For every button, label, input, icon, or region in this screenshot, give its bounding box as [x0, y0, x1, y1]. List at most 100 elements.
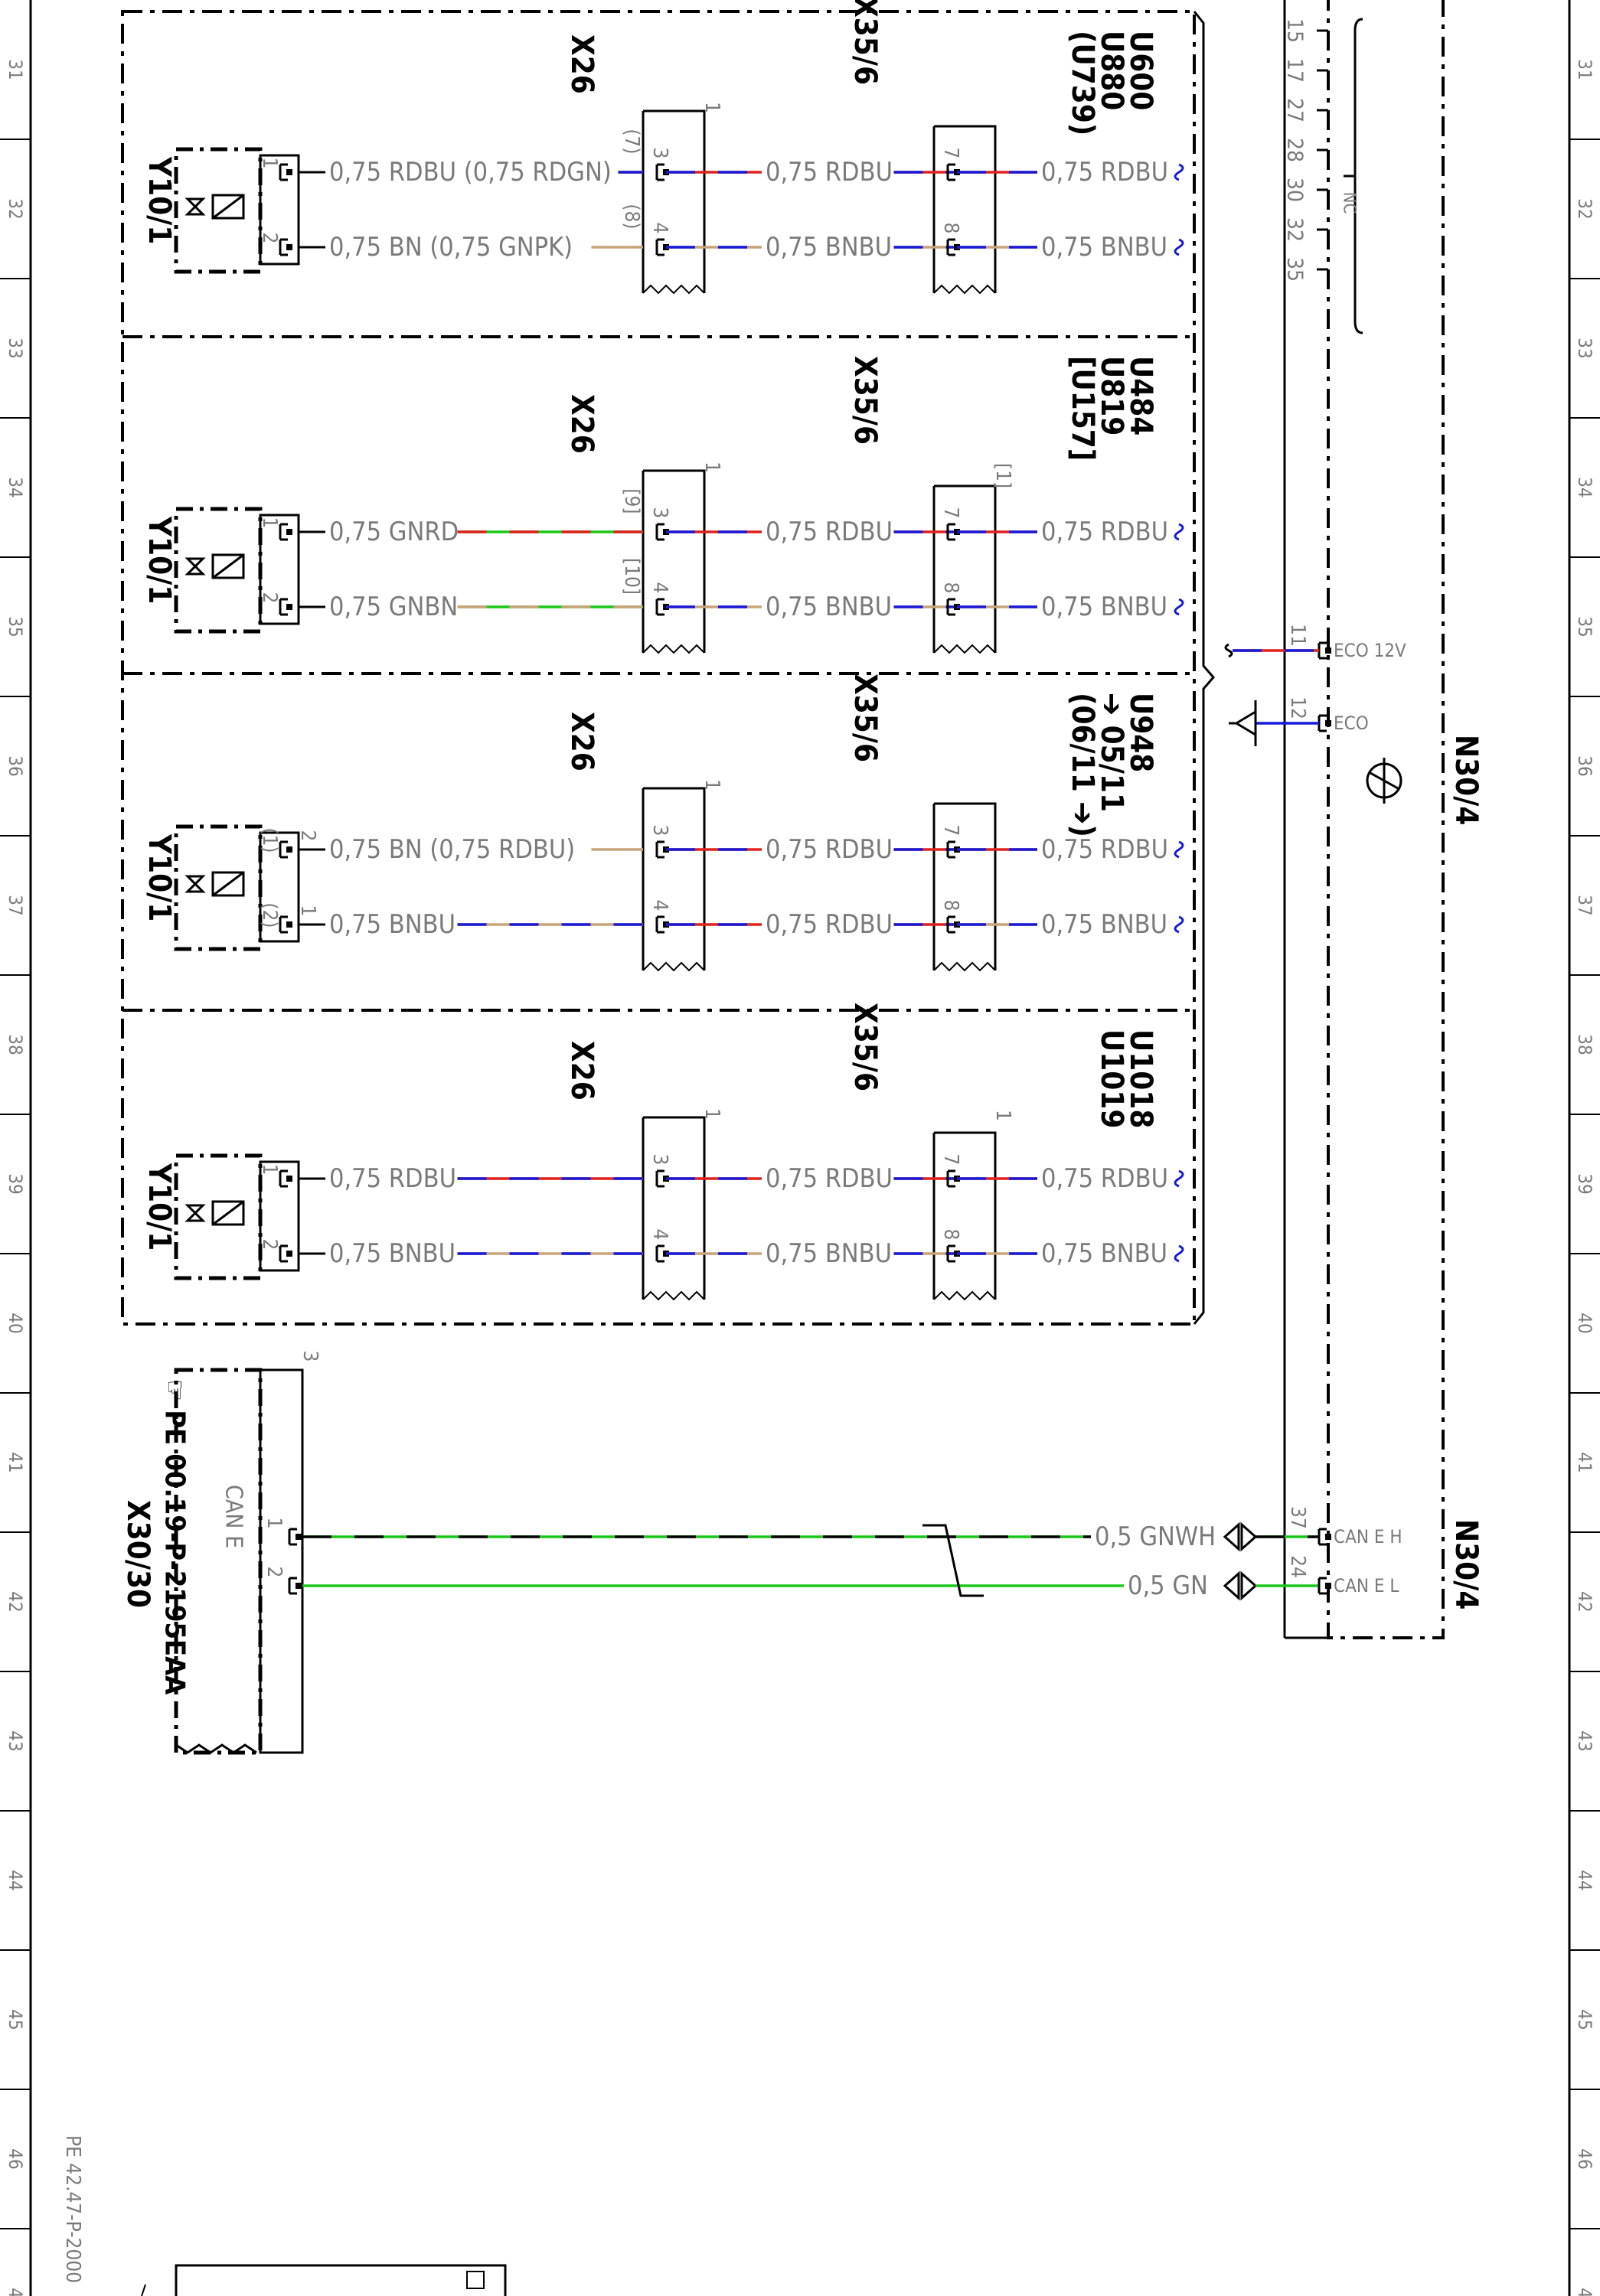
continuation-icon: [1174, 840, 1184, 859]
valve-pin-number: (1): [258, 827, 281, 853]
valve-box: [174, 507, 263, 634]
x35-housing: [932, 802, 997, 970]
solenoid-coil: [211, 1200, 245, 1226]
row-label-right: 36: [1574, 755, 1595, 776]
pin-dot: [1325, 1534, 1331, 1540]
continuation-icon: [1174, 1244, 1184, 1263]
x35-pin-number: 7: [939, 148, 962, 159]
valve-pin-number: 2: [258, 233, 281, 244]
row-label-right: 42: [1574, 1591, 1595, 1612]
row-label-right: 33: [1574, 338, 1595, 358]
valve-label: Y10/1: [142, 516, 177, 604]
x26-alt-pin: [10]: [620, 558, 643, 595]
can-module-label: CAN E L: [1334, 1575, 1399, 1596]
valve-wire-label: 0,75 BNBU: [329, 1238, 456, 1269]
row-label-left: 45: [5, 2009, 26, 2030]
x35-break: [933, 961, 996, 972]
row-label-right: 34: [1574, 477, 1595, 497]
x26-pin-number: 4: [648, 900, 671, 912]
out-wire-label: 0,75 RDBU: [1041, 1163, 1168, 1194]
eco12-label: ECO 12V: [1334, 640, 1406, 661]
valve-icon: [184, 557, 206, 576]
x26-pin-number: 4: [648, 223, 671, 234]
x35-corner-pin: [1]: [991, 463, 1014, 488]
valve-label: Y10/1: [142, 156, 177, 244]
valve-wire-label: 0,75 RDBU: [329, 1163, 456, 1194]
mid-wire-label: 0,75 RDBU: [766, 1163, 893, 1194]
pin-dot: [286, 244, 292, 250]
can-module-pin-number: 37: [1286, 1506, 1309, 1529]
x26-housing: [642, 469, 706, 653]
valve-pin-frame: [259, 154, 300, 266]
x35-pin-number: 8: [939, 223, 962, 234]
valve-symbol: Y10/1: [142, 1153, 300, 1280]
connector-x35: X35/61: [847, 1003, 1014, 1301]
can-label: CAN E: [220, 1485, 247, 1548]
can-break: [175, 1743, 257, 1754]
continuation-icon: [1174, 915, 1184, 934]
row-label-right: 31: [1574, 59, 1595, 80]
variant-code: U1018: [1123, 1029, 1158, 1128]
twisted-pair-marker: [922, 1524, 984, 1597]
valve-pin-frame: [259, 1160, 300, 1272]
solenoid-coil: [211, 553, 245, 579]
nc-label: NC: [1340, 192, 1359, 214]
x35-break: [933, 284, 996, 295]
row-label-right: 39: [1574, 1173, 1595, 1194]
row-label-left: 36: [5, 755, 26, 776]
x26-corner-pin: 1: [700, 1108, 723, 1120]
valve-symbol: Y10/1: [142, 147, 300, 274]
x26-alt-pin: [9]: [620, 488, 643, 514]
transistor-icon: [1366, 758, 1402, 804]
can-module-pin-mark: [1318, 1528, 1331, 1546]
pin-dot: [286, 1251, 292, 1257]
pin-dot: [296, 1534, 302, 1540]
row-label-right: 43: [1574, 1730, 1595, 1751]
row-label-left: 46: [5, 2148, 26, 2169]
valve-pin-mark: [279, 915, 292, 934]
mid-wire-label: 0,75 RDBU: [766, 517, 893, 547]
can-pin-mark: [288, 1528, 302, 1546]
valve-pin-number: 1: [258, 517, 281, 529]
valve-pin-number: 1: [258, 158, 281, 169]
x35-pin-number: 7: [939, 507, 962, 519]
nc-pin-number: 27: [1283, 98, 1308, 122]
mid-wire-label: 0,75 BNBU: [766, 232, 892, 263]
valve-wire-label: 0,75 GNRD: [329, 517, 459, 547]
valve-pin-mark: [279, 523, 292, 541]
connector-x35: X35/6: [847, 673, 997, 972]
row-grid-left: 3132333435363738394041424344454647: [0, 59, 31, 2296]
row-label-left: 31: [5, 59, 26, 80]
x35-housing: [932, 1131, 997, 1300]
row-label-left: 34: [5, 477, 26, 497]
x26-break: [642, 961, 705, 972]
variants-frame: [121, 10, 1196, 1326]
x35-housing: [932, 125, 997, 293]
x26-corner-pin: 1: [700, 102, 723, 113]
pin-dot: [1325, 647, 1331, 654]
row-label-left: 47: [5, 2288, 26, 2296]
can-bidirectional-icon: [1223, 1570, 1258, 1601]
valve-wire-label: 0,75 GNBN: [329, 592, 458, 622]
row-label-right: 44: [1574, 1870, 1595, 1890]
variant-code: U948: [1123, 693, 1158, 772]
valve-icon: [184, 875, 206, 893]
valve-pin-alt: 2: [296, 830, 319, 842]
valve-pin-frame: [259, 514, 300, 625]
variant-code: (06/11 ➔): [1065, 693, 1100, 837]
pin-dot: [286, 846, 292, 853]
mid-wire-label: 0,75 BNBU: [766, 1238, 892, 1269]
valve-pin-mark: [279, 1169, 292, 1188]
connector-x35: X35/6[1]: [847, 356, 1014, 654]
row-label-right: 35: [1574, 616, 1595, 637]
row-label-left: 43: [5, 1730, 26, 1751]
